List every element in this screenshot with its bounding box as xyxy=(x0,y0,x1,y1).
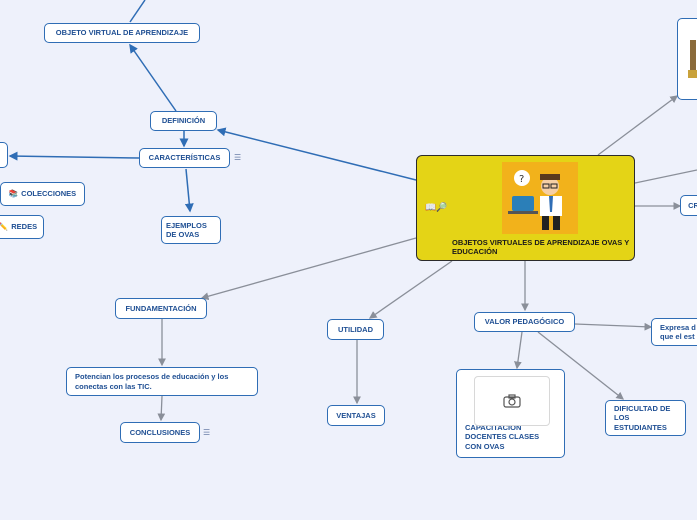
central-topic[interactable]: 📖🔎 ? OBJETOS VIRTUALES DE APRENDIZAJE OV… xyxy=(416,155,635,261)
node-utilidad-label: UTILIDAD xyxy=(338,324,373,334)
node-partial-top-right[interactable] xyxy=(677,18,697,100)
node-valor-pedagogico[interactable]: VALOR PEDAGÓGICO xyxy=(474,312,575,332)
node-objeto-virtual[interactable]: OBJETO VIRTUAL DE APRENDIZAJE xyxy=(44,23,200,43)
node-fundamentacion-label: FUNDAMENTACIÓN xyxy=(125,303,197,313)
node-potencian-label: Potencian los procesos de educación y lo… xyxy=(75,372,229,391)
node-definicion-label: DEFINICIÓN xyxy=(161,116,206,126)
node-capacitacion-label: CAPACITACIÓN DOCENTES CLASES CON OVAS xyxy=(465,422,540,451)
notes-icon[interactable]: ☰ xyxy=(234,153,242,162)
node-partial-left[interactable] xyxy=(0,142,8,168)
pencil-icon: ✏️ xyxy=(0,222,9,232)
camera-icon xyxy=(503,394,521,408)
node-caracteristicas-label: CARACTERÍSTICAS xyxy=(148,153,221,163)
node-utilidad[interactable]: UTILIDAD xyxy=(327,319,384,340)
notes-icon[interactable]: ☰ xyxy=(203,428,211,437)
node-conclusiones-label: CONCLUSIONES xyxy=(129,427,191,437)
books-icon xyxy=(688,40,697,78)
svg-text:?: ? xyxy=(519,174,524,185)
node-ventajas[interactable]: VENTAJAS xyxy=(327,405,385,426)
node-ejemplos-label: EJEMPLOS DE OVAS xyxy=(166,220,207,239)
node-cr[interactable]: CR xyxy=(680,195,697,216)
node-dificultad-label: DIFICULTAD DE LOS ESTUDIANTES xyxy=(614,403,671,432)
node-colecciones[interactable]: 📚 COLECCIONES xyxy=(0,182,85,206)
node-redes-label: REDES xyxy=(11,222,38,232)
central-title: OBJETOS VIRTUALES DE APRENDIZAJE OVAS Y … xyxy=(452,238,630,257)
node-cr-label: CR xyxy=(688,200,697,210)
node-expresa-label: Expresa d que el est xyxy=(660,322,696,341)
book-search-icon: 📖🔎 xyxy=(425,202,448,212)
node-colecciones-label: COLECCIONES xyxy=(21,189,77,199)
node-definicion[interactable]: DEFINICIÓN xyxy=(150,111,217,131)
node-expresa[interactable]: Expresa d que el est xyxy=(651,318,697,346)
node-redes[interactable]: ✏️ REDES xyxy=(0,215,44,239)
node-objeto-virtual-label: OBJETO VIRTUAL DE APRENDIZAJE xyxy=(55,28,189,38)
books-icon: 📚 xyxy=(8,189,19,199)
node-conclusiones[interactable]: CONCLUSIONES xyxy=(120,422,200,443)
node-ejemplos[interactable]: EJEMPLOS DE OVAS xyxy=(161,216,221,244)
node-fundamentacion[interactable]: FUNDAMENTACIÓN xyxy=(115,298,207,319)
teacher-illustration-icon: ? xyxy=(502,162,578,234)
node-ventajas-label: VENTAJAS xyxy=(336,410,376,420)
node-dificultad[interactable]: DIFICULTAD DE LOS ESTUDIANTES xyxy=(605,400,686,436)
node-valor-pedagogico-label: VALOR PEDAGÓGICO xyxy=(484,317,565,327)
image-placeholder[interactable] xyxy=(474,376,550,426)
node-potencian[interactable]: Potencian los procesos de educación y lo… xyxy=(66,367,258,396)
node-caracteristicas[interactable]: CARACTERÍSTICAS xyxy=(139,148,230,168)
